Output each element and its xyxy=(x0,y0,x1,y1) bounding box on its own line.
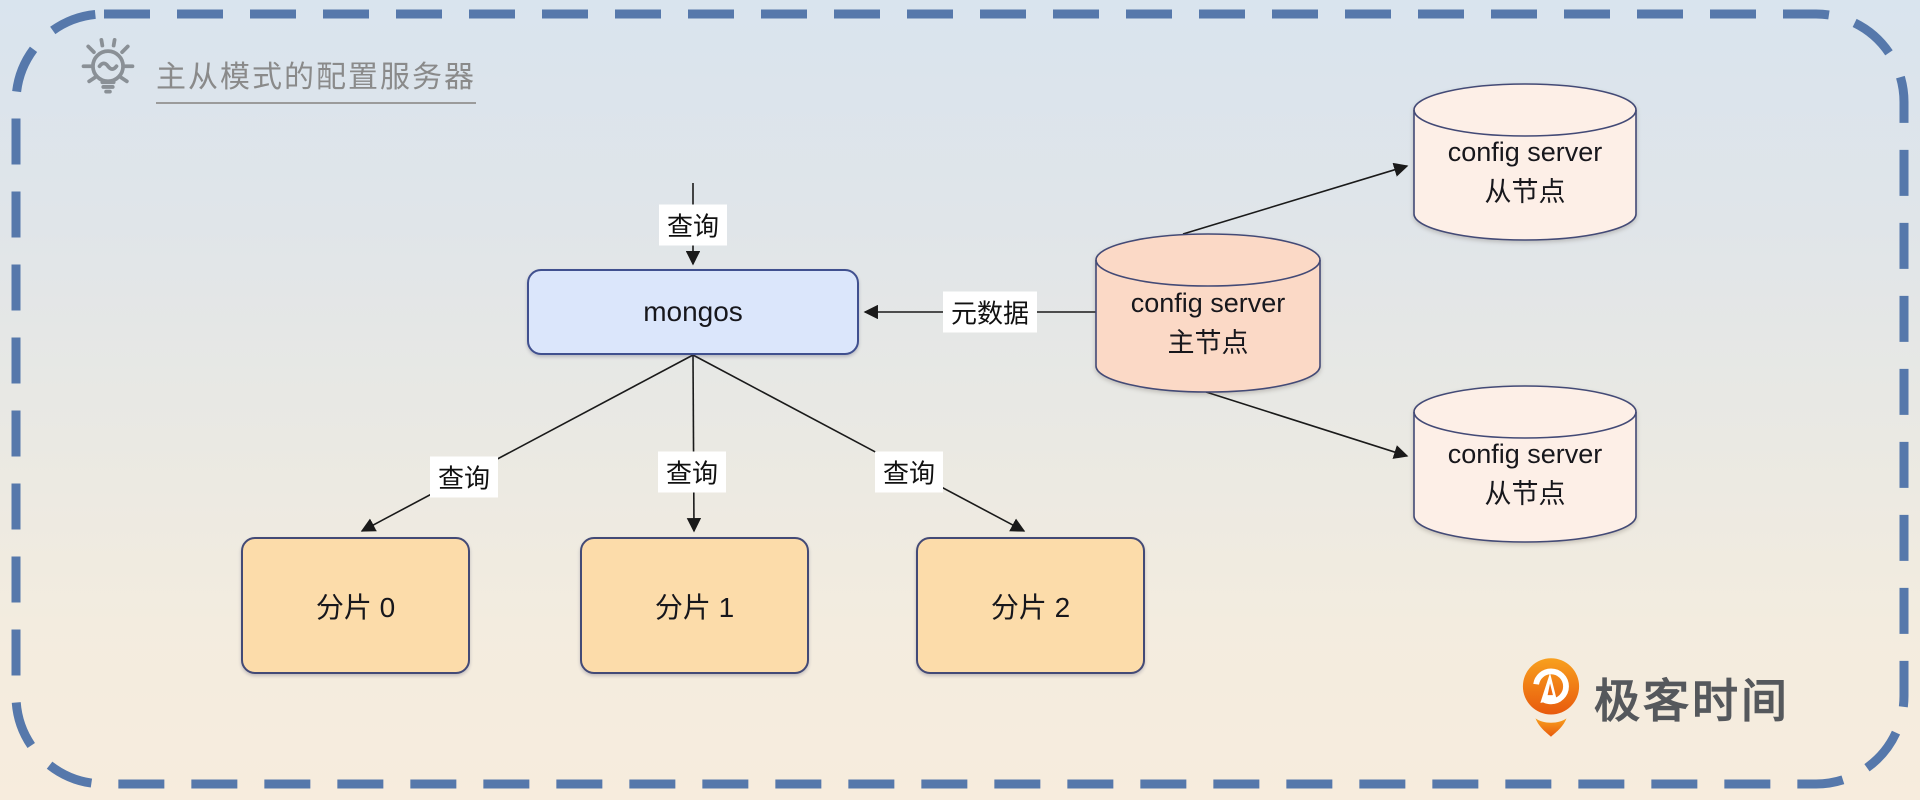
edge-label-query-right: 查询 xyxy=(874,451,944,493)
edge-mongos-to-shard0 xyxy=(360,354,694,532)
config-primary-node: config server 主节点 xyxy=(1095,233,1321,393)
edge-label-query-top: 查询 xyxy=(658,204,728,246)
config-secondary-bottom-line1: config server xyxy=(1447,438,1603,469)
edge-mongos-to-shard2 xyxy=(692,354,1026,532)
shard1-node: 分片 1 xyxy=(580,537,809,674)
page-title: 主从模式的配置服务器 xyxy=(156,52,476,104)
config-secondary-bottom-node: config server 从节点 xyxy=(1413,385,1637,543)
shard1-label: 分片 1 xyxy=(654,591,735,623)
edge-label-query-left: 查询 xyxy=(429,456,499,498)
config-secondary-top-line1: config server xyxy=(1447,136,1603,167)
config-secondary-top-line2: 从节点 xyxy=(1484,177,1566,207)
shard2-node: 分片 2 xyxy=(916,537,1145,674)
mongos-label: mongos xyxy=(643,296,743,327)
geektime-pin-icon xyxy=(1522,658,1580,737)
config-secondary-top-node: config server 从节点 xyxy=(1413,83,1637,241)
edge-primary-to-secondary-top xyxy=(1182,162,1409,235)
shard2-label: 分片 2 xyxy=(990,591,1071,623)
cylinder-shape xyxy=(1413,83,1637,241)
config-primary-line2: 主节点 xyxy=(1167,328,1249,358)
shard0-label: 分片 0 xyxy=(315,591,396,623)
edge-label-query-mid: 查询 xyxy=(657,451,727,493)
cylinder-shape xyxy=(1413,385,1637,543)
config-secondary-bottom-line2: 从节点 xyxy=(1484,479,1566,509)
mongos-node: mongos xyxy=(527,269,859,355)
diagram-title: 主从模式的配置服务器 xyxy=(76,38,476,104)
cylinder-shape xyxy=(1095,233,1321,393)
edge-label-metadata: 元数据 xyxy=(942,291,1038,333)
bulb-icon xyxy=(81,38,135,94)
geektime-logo: 极客时间 xyxy=(1520,658,1790,738)
edge-primary-to-secondary-bottom xyxy=(1205,391,1409,459)
geektime-logo-text: 极客时间 xyxy=(1594,675,1790,727)
config-primary-line1: config server xyxy=(1130,287,1286,318)
edge-mongos-to-shard1 xyxy=(686,354,702,533)
shard0-node: 分片 0 xyxy=(241,537,470,674)
